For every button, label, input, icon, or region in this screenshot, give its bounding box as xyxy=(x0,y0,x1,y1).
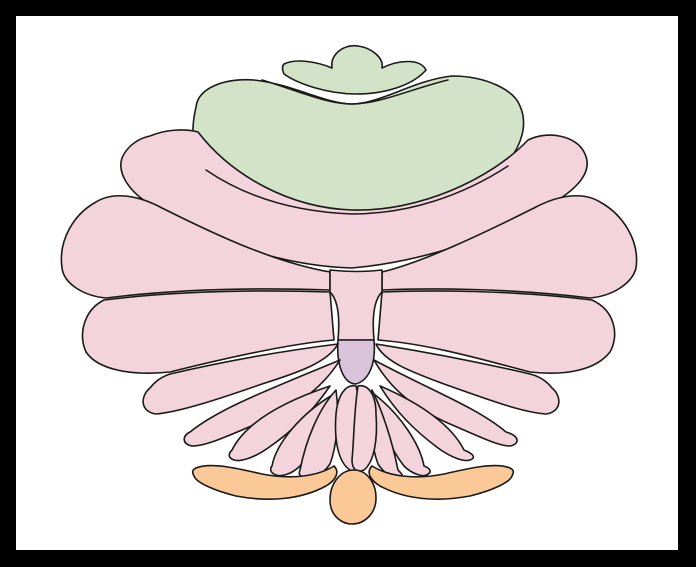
upper-lobe-cap xyxy=(283,46,427,94)
lower-flanges xyxy=(193,466,514,524)
central-nodule xyxy=(338,340,375,384)
central-column-upper xyxy=(330,270,382,340)
center-flange xyxy=(330,470,376,524)
central-column xyxy=(330,270,382,384)
center-lobule-right xyxy=(352,386,377,472)
